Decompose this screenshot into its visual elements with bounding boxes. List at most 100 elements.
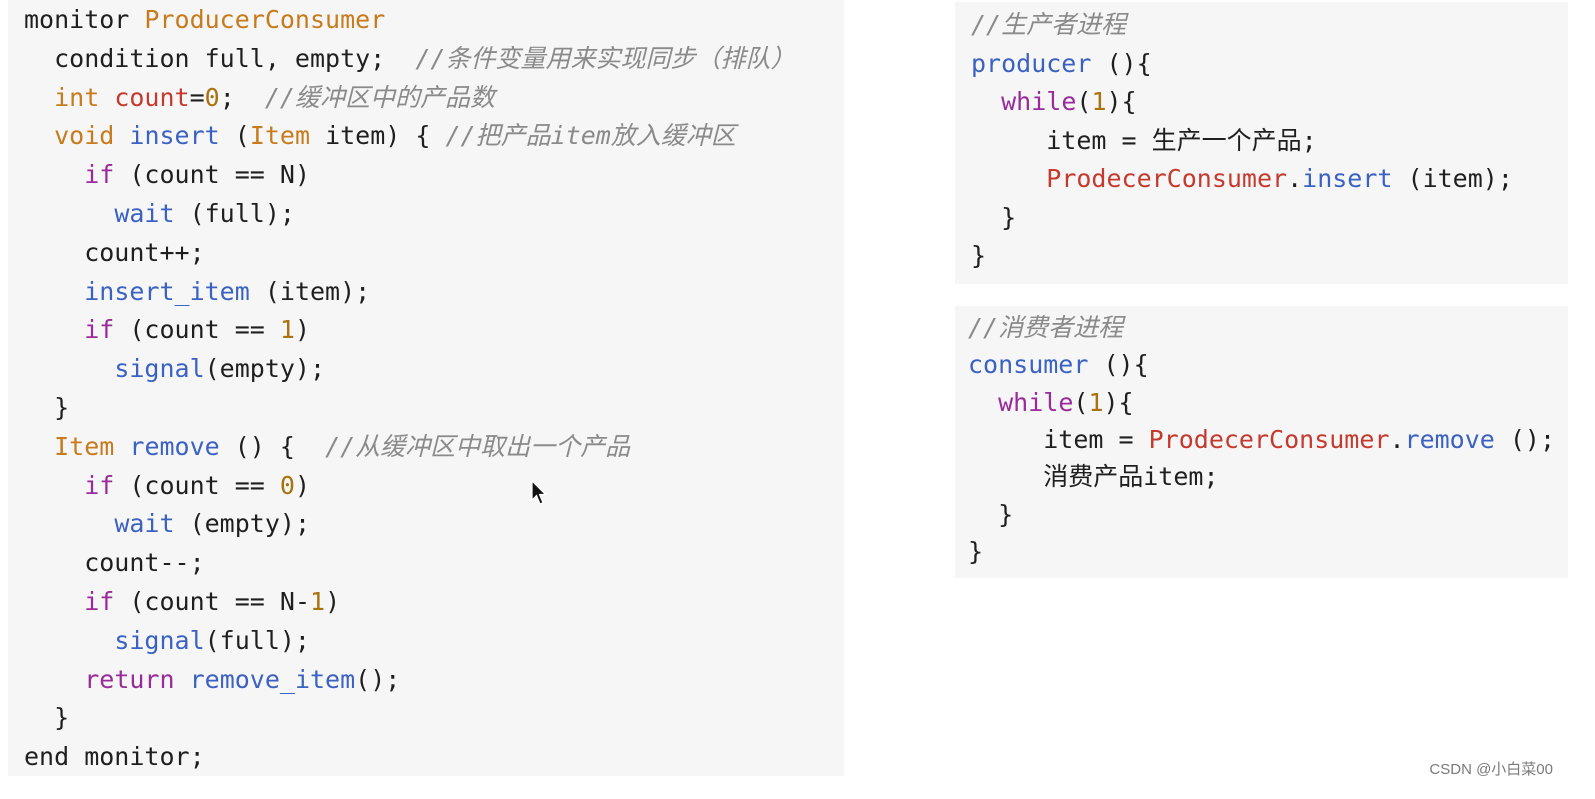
code-token: while xyxy=(998,387,1074,417)
code-token: count--; xyxy=(24,548,205,578)
code-line: end monitor; xyxy=(24,742,205,772)
code-token: count xyxy=(114,82,190,112)
code-token xyxy=(24,587,84,616)
code-line: signal(full); xyxy=(24,626,310,656)
code-token: monitor xyxy=(24,5,145,34)
code-line: if (count == 1) xyxy=(24,315,310,345)
code-token: 0 xyxy=(279,470,295,500)
code-line: void insert (Item item) { //把产品item放入缓冲区 xyxy=(24,121,736,151)
code-token: ) xyxy=(294,470,311,500)
code-line: insert_item (item); xyxy=(24,277,370,307)
code-token: ProdecerConsumer xyxy=(1046,164,1288,193)
code-token: ProdecerConsumer xyxy=(1148,424,1390,454)
code-token: 1 xyxy=(310,587,326,616)
code-token: (); xyxy=(355,664,401,694)
code-line: signal(empty); xyxy=(24,354,325,384)
code-line: while(1){ xyxy=(968,388,1134,418)
code-token: item = xyxy=(968,424,1149,454)
code-token: (count == N- xyxy=(114,587,310,616)
code-token: } xyxy=(24,393,70,422)
code-token: //把产品item放入缓冲区 xyxy=(445,121,736,151)
code-token: (){ xyxy=(1091,48,1152,78)
code-token xyxy=(99,83,114,112)
code-token: ) xyxy=(325,587,341,616)
code-token: item) { xyxy=(310,121,446,151)
code-token xyxy=(24,160,84,189)
code-line: wait (full); xyxy=(24,199,295,229)
code-token: ProducerConsumer xyxy=(144,5,386,34)
code-token xyxy=(971,164,1046,193)
code-token: ( xyxy=(1076,87,1092,116)
code-line: } xyxy=(24,703,69,733)
code-token: ) xyxy=(294,315,311,345)
code-token: ){ xyxy=(1106,87,1137,116)
code-line: } xyxy=(24,393,69,423)
code-line: condition full, empty; //条件变量用来实现同步（排队） xyxy=(24,44,795,74)
code-token xyxy=(971,87,1001,116)
code-token xyxy=(24,277,84,306)
code-token xyxy=(24,83,54,112)
code-token: (count == N) xyxy=(114,160,310,190)
code-line: } xyxy=(971,203,1016,233)
code-token: producer xyxy=(971,48,1092,78)
code-line: if (count == N-1) xyxy=(24,587,340,617)
code-token xyxy=(24,199,114,228)
code-token: end monitor; xyxy=(24,742,205,772)
code-token: count++; xyxy=(24,237,205,267)
code-token xyxy=(175,665,190,694)
code-token: 1 xyxy=(1091,87,1107,116)
monitor-code-panel: monitor ProducerConsumer condition full,… xyxy=(8,0,844,776)
code-token: ( xyxy=(219,121,250,151)
code-token: Item xyxy=(54,431,115,461)
code-token: //消费者进程 xyxy=(968,313,1124,342)
code-token: remove_item xyxy=(189,664,356,694)
code-token: ){ xyxy=(1103,387,1134,417)
code-token: (item); xyxy=(1392,164,1513,193)
code-token: (full); xyxy=(204,625,310,655)
code-token xyxy=(24,432,54,461)
code-token xyxy=(24,471,84,500)
code-token: remove xyxy=(129,431,220,461)
code-line: int count=0; //缓冲区中的产品数 xyxy=(24,83,495,113)
code-token: if xyxy=(84,160,115,190)
code-token: (count == xyxy=(114,470,280,500)
code-token: (empty); xyxy=(204,354,326,384)
code-token: insert_item xyxy=(84,276,250,306)
code-token xyxy=(24,315,84,344)
code-token: 消费产品item; xyxy=(968,462,1219,492)
code-token: } xyxy=(968,499,1014,529)
code-token: 0 xyxy=(204,82,220,112)
code-token: (count == xyxy=(114,315,280,345)
code-line: } xyxy=(971,241,986,271)
code-line: wait (empty); xyxy=(24,509,310,539)
code-token: (); xyxy=(1494,424,1556,454)
code-token: (item); xyxy=(249,276,371,306)
code-token: while xyxy=(1001,87,1077,116)
code-line: } xyxy=(968,537,983,567)
code-token: ; xyxy=(219,82,265,112)
code-token: signal xyxy=(114,625,205,655)
code-token xyxy=(24,354,114,383)
code-token: int xyxy=(54,82,100,112)
code-token xyxy=(24,121,54,150)
code-token: } xyxy=(971,202,1017,232)
code-token: wait xyxy=(114,509,175,539)
consumer-code-panel: //消费者进程 consumer (){ while(1){ item = Pro… xyxy=(955,306,1568,578)
code-token: consumer xyxy=(968,350,1089,380)
code-token: insert xyxy=(129,121,220,151)
code-token: 1 xyxy=(1088,387,1104,417)
code-token: insert xyxy=(1302,164,1393,193)
code-token: //生产者进程 xyxy=(971,10,1127,39)
code-line: //生产者进程 xyxy=(971,10,1126,40)
code-line: ProdecerConsumer.insert (item); xyxy=(971,164,1513,194)
code-line: 消费产品item; xyxy=(968,462,1219,492)
code-token: . xyxy=(1287,164,1303,193)
code-token: //条件变量用来实现同步（排队） xyxy=(415,43,796,73)
code-token: (){ xyxy=(1088,350,1149,380)
code-token: if xyxy=(84,470,115,500)
code-token xyxy=(114,121,129,150)
code-token: item = 生产一个产品; xyxy=(971,125,1317,155)
code-line: if (count == N) xyxy=(24,160,310,190)
code-token xyxy=(24,665,84,694)
code-line: consumer (){ xyxy=(968,350,1149,380)
